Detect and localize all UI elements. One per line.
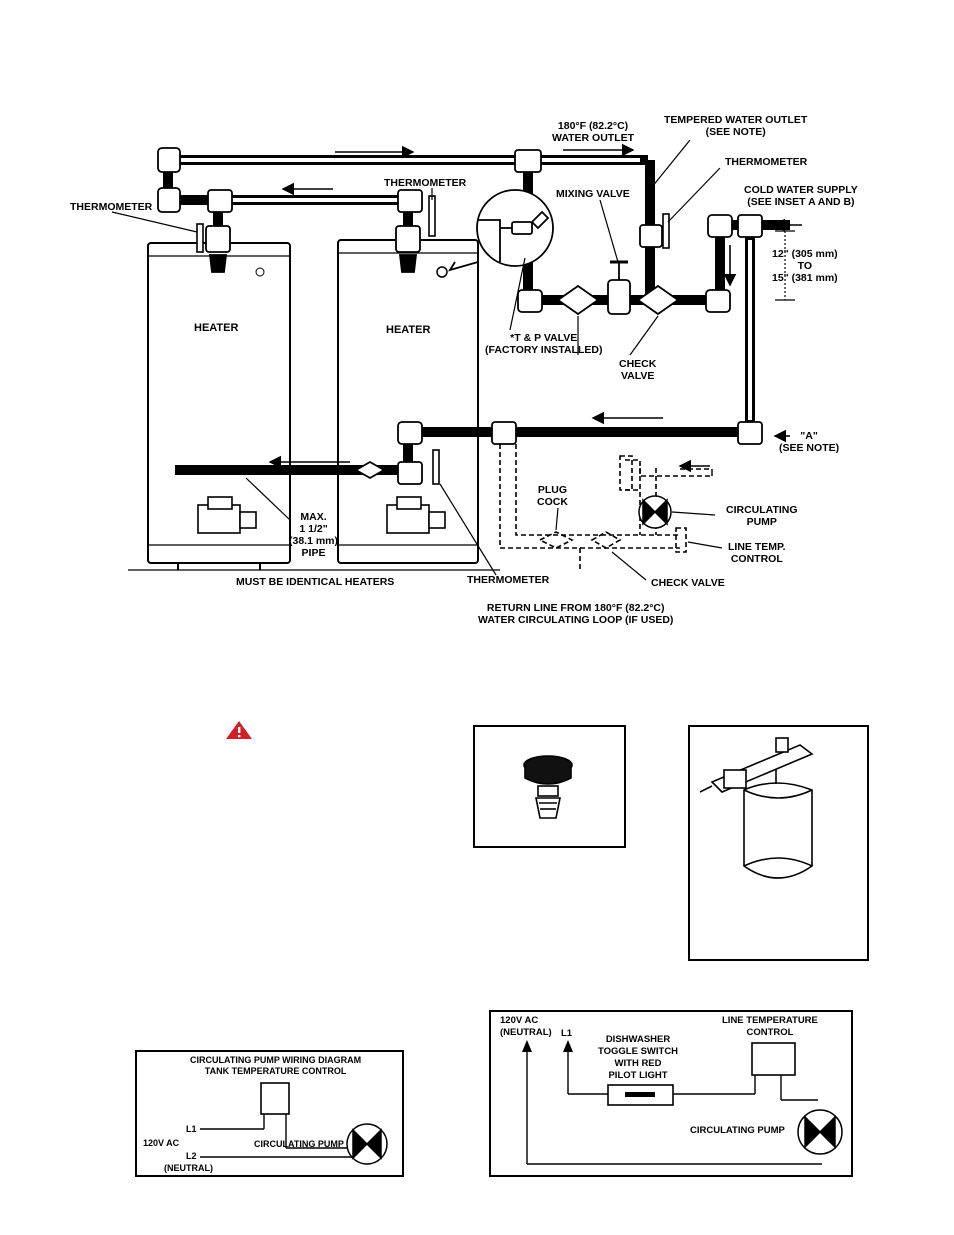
- wiring-line-pump-icon: [797, 1109, 843, 1155]
- wiring-tank-voltage: 120V AC: [143, 1138, 180, 1148]
- label-heater-right: HEATER: [386, 324, 431, 336]
- label-line-temp-control: LINE TEMP.CONTROL: [728, 541, 786, 565]
- wiring-line-voltage: 120V AC(NEUTRAL): [500, 1015, 552, 1038]
- tp-valve-inset: [447, 189, 554, 272]
- warning-triangle-icon: [226, 721, 252, 739]
- inset-a-frame: [473, 725, 626, 848]
- label-identical-heaters: MUST BE IDENTICAL HEATERS: [236, 576, 395, 588]
- tank-control-box: [260, 1082, 290, 1115]
- wiring-tank-neutral: (NEUTRAL): [164, 1163, 213, 1173]
- label-thermometer-left: THERMOMETER: [70, 201, 153, 213]
- label-thermometer-right: THERMOMETER: [725, 156, 808, 168]
- label-cold-supply: COLD WATER SUPPLY(SEE INSET A AND B): [744, 184, 858, 208]
- flow-arrows: [268, 143, 802, 473]
- thermometers: [196, 195, 670, 485]
- heater-right: [337, 239, 479, 564]
- label-return-line: RETURN LINE FROM 180°F (82.2°C)WATER CIR…: [478, 602, 674, 626]
- label-tempered-outlet: TEMPERED WATER OUTLET(SEE NOTE): [664, 114, 808, 138]
- label-tp-valve: *T & P VALVE(FACTORY INSTALLED): [485, 332, 603, 356]
- wiring-line-l1: L1: [561, 1028, 573, 1039]
- fittings: [157, 147, 763, 485]
- wiring-tank-frame: [135, 1050, 404, 1177]
- wiring-tank-pump-label: CIRCULATING PUMP: [254, 1139, 344, 1149]
- label-point-a: "A"(SEE NOTE): [779, 430, 840, 454]
- wiring-line-lines: [526, 1046, 822, 1165]
- leader-lines: [111, 139, 795, 581]
- wiring-tank-lines: [200, 1114, 352, 1158]
- inset-a-drawing: [523, 755, 573, 819]
- return-loop: [499, 444, 712, 572]
- check-valves: [354, 260, 680, 480]
- label-heater-left: HEATER: [194, 322, 239, 334]
- pilot-light-icon: [625, 1092, 655, 1097]
- wiring-tank-pump-icon: [346, 1123, 388, 1165]
- label-thermometer-bottom: THERMOMETER: [467, 574, 550, 586]
- inset-b-frame: [688, 725, 869, 961]
- label-max-pipe: MAX.1 1/2"(38.1 mm)PIPE: [289, 511, 339, 559]
- wiring-line-pump-label: CIRCULATING PUMP: [690, 1125, 785, 1136]
- inset-b-drawing: [699, 737, 814, 879]
- wiring-tank-l1: L1: [186, 1124, 197, 1134]
- wiring-tank-l2: L2: [186, 1151, 197, 1161]
- circulating-pump-symbol: [638, 495, 672, 529]
- line-control-box: [751, 1042, 796, 1076]
- heater-left: [147, 242, 291, 570]
- label-check-valve-bottom: CHECK VALVE: [651, 577, 725, 589]
- label-mixing-valve: MIXING VALVE: [556, 188, 630, 200]
- label-180-outlet: 180°F (82.2°C)WATER OUTLET: [552, 120, 635, 144]
- label-thermometer-mid: THERMOMETER: [384, 177, 467, 189]
- wiring-line-frame: [489, 1010, 853, 1177]
